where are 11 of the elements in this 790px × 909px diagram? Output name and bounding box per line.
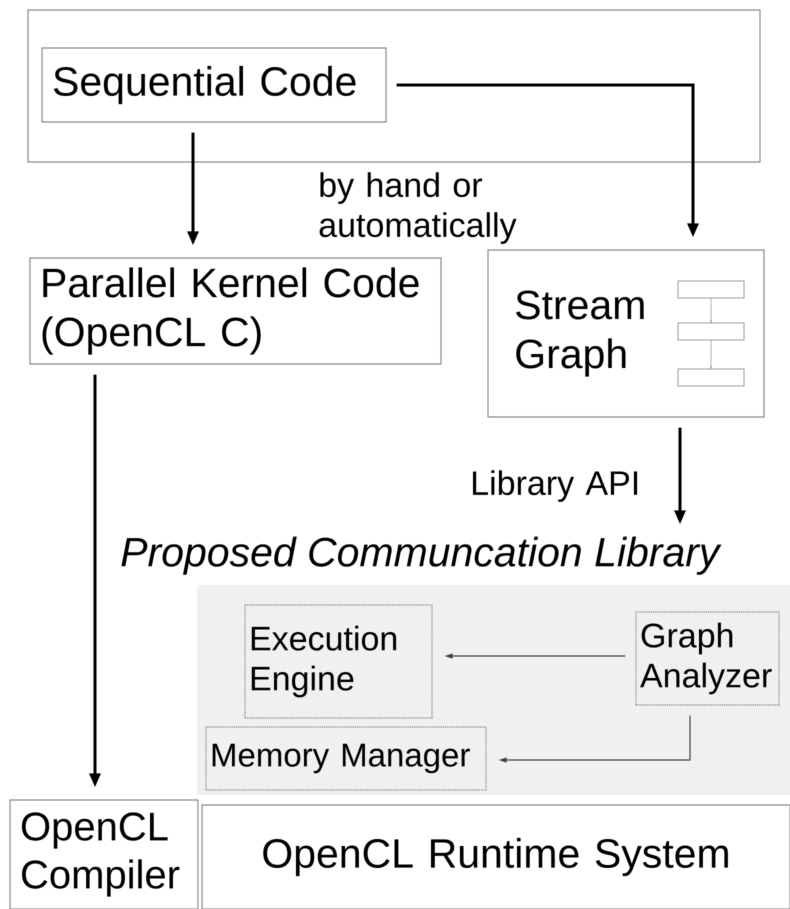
annotation-text: Library API: [473, 470, 638, 502]
process-box: OpenCL Runtime System: [201, 804, 790, 909]
process-box: Sequential Code: [41, 47, 387, 123]
annotation-text: by hand or automatically: [320, 172, 517, 244]
component-box: Execution Engine: [244, 604, 433, 719]
component-box: Memory Manager: [205, 726, 487, 791]
process-box: OpenCL Compiler: [9, 799, 199, 909]
process-box: Stream Graph: [487, 249, 765, 418]
node-label: Proposed Communcation Library: [121, 536, 722, 575]
component-box: Graph Analyzer: [635, 611, 780, 706]
process-box: Parallel Kernel Code (OpenCL C): [29, 257, 442, 365]
